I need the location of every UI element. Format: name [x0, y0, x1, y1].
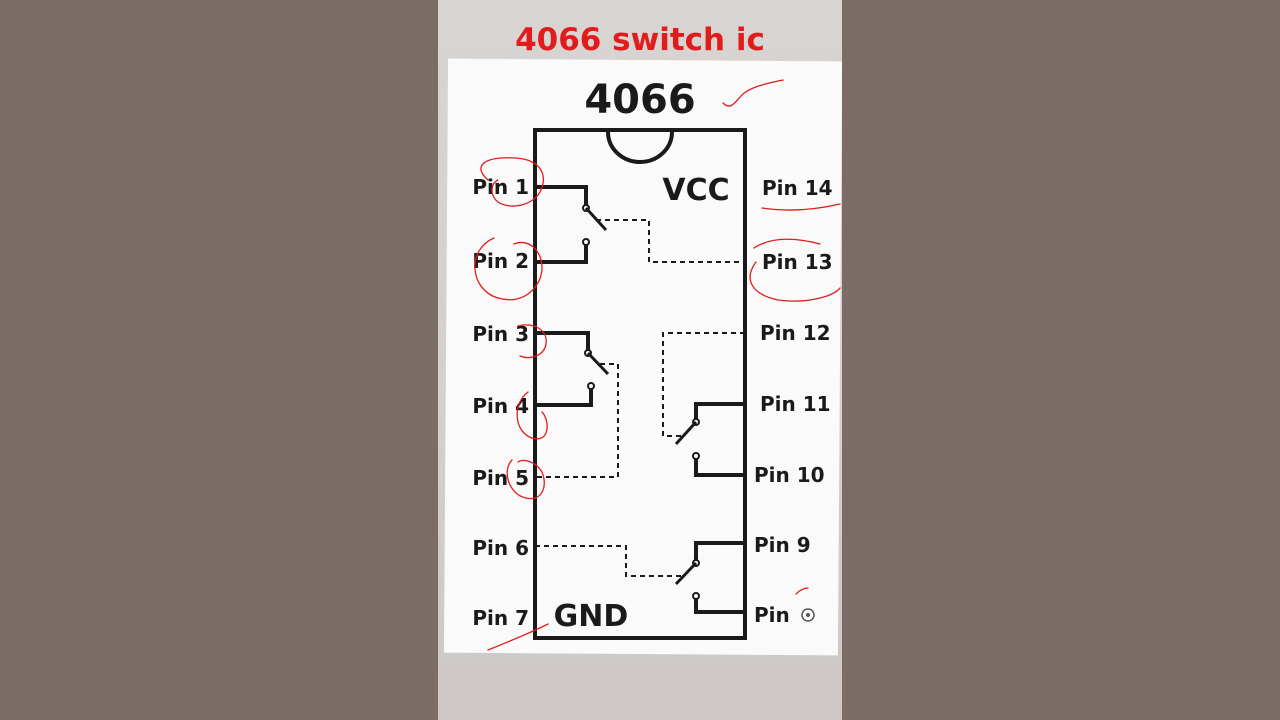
pin-2-label: Pin 2 [472, 249, 529, 273]
pin-1-label: Pin 1 [472, 175, 529, 199]
pin-14-label: Pin 14 [762, 176, 833, 200]
right-pin-labels: Pin 14 Pin 13 Pin 12 Pin 11 Pin 10 Pin 9… [754, 176, 833, 627]
ic-notch [606, 131, 674, 164]
zoom-icon [801, 608, 815, 622]
pin-11-label: Pin 11 [760, 392, 831, 416]
pin-10-label: Pin 10 [754, 463, 825, 487]
pin-13-label: Pin 13 [762, 250, 833, 274]
pin-6-label: Pin 6 [472, 536, 529, 560]
left-letterbox [0, 0, 438, 720]
switch-a [535, 185, 745, 264]
chip-title: 4066 [584, 77, 695, 123]
vcc-label: VCC [662, 173, 729, 208]
pin-8-label: Pin [754, 603, 790, 627]
switch-d [535, 541, 745, 614]
pin-5-label: Pin 5 [472, 466, 529, 490]
red-annotations [474, 79, 841, 651]
ic-pinout-diagram: 4066 VCC GND Pin 1 Pin 2 Pin 3 Pin 4 Pin… [472, 77, 841, 651]
right-letterbox [842, 0, 1280, 720]
pin-4-label: Pin 4 [472, 394, 529, 418]
switch-b [535, 331, 619, 478]
video-caption-title: 4066 switch ic [515, 22, 765, 58]
left-pin-labels: Pin 1 Pin 2 Pin 3 Pin 4 Pin 5 Pin 6 Pin … [472, 175, 529, 630]
pin-9-label: Pin 9 [754, 533, 811, 557]
gnd-label: GND [554, 599, 629, 634]
video-frame: 4066 VCC GND Pin 1 Pin 2 Pin 3 Pin 4 Pin… [438, 0, 843, 720]
pin-7-label: Pin 7 [472, 606, 529, 630]
ic-body [533, 128, 747, 640]
switch-c [662, 332, 745, 477]
pin-12-label: Pin 12 [760, 321, 831, 345]
